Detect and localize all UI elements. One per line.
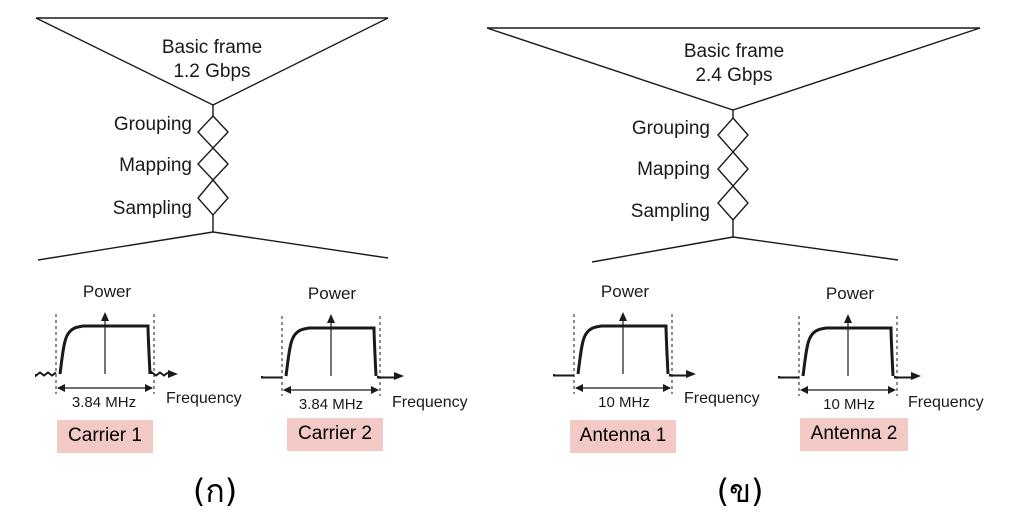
left-spectrum1-freq-arrow <box>168 370 178 378</box>
right-spectrum2-envelope <box>801 326 895 377</box>
right-spectrum1-bandwidth: 10 MHz <box>598 394 650 411</box>
left-spectrum2-freq-label: Frequency <box>392 394 468 411</box>
right-spectrum2-freq-label: Frequency <box>908 394 984 411</box>
right-spectrum2-power-arrow <box>844 314 852 323</box>
left-sampling-diamond <box>197 178 229 217</box>
left-spectrum1-baseline-right <box>151 370 169 377</box>
right-spectrum1-baseline-right <box>669 374 686 377</box>
right-spectrum2-bandwidth-arrow-left <box>800 386 808 394</box>
right-spectrum1-power-arrow <box>619 312 627 321</box>
left-spectrum1-freq-label: Frequency <box>166 390 242 407</box>
left-spectrum2-bandwidth-arrow-left <box>283 386 291 394</box>
right-spectrum2-tag: Antenna 2 <box>800 418 908 451</box>
left-stage-mapping: Mapping <box>119 155 192 176</box>
right-spectrum2-baseline-left <box>778 376 799 379</box>
right-grouping-diamond <box>717 116 749 154</box>
right-spectrum1-bandwidth-arrow-left <box>575 384 583 392</box>
left-spectrum1-bandwidth-arrow-right <box>145 384 153 392</box>
right-spectrum1-baseline-left <box>553 374 574 377</box>
right-spectrum2-power-label: Power <box>825 284 875 303</box>
right-spectrum1-envelope <box>576 324 670 375</box>
left-spectrum2-bandwidth-arrow-right <box>371 386 379 394</box>
right-spectrum2-bandwidth-arrow-right <box>888 386 896 394</box>
right-frame-title: Basic frame <box>683 41 785 62</box>
left-spectrum1-power-label: Power <box>82 282 132 301</box>
right-spectrum1-power-label: Power <box>600 282 650 301</box>
right-stage-grouping: Grouping <box>631 118 710 139</box>
left-spectrum1-bandwidth: 3.84 MHz <box>71 394 137 411</box>
left-spectrum1-power-arrow <box>101 312 109 321</box>
left-spectrum2-bandwidth: 3.84 MHz <box>298 396 364 413</box>
left-stage-grouping: Grouping <box>113 114 192 135</box>
right-spectrum2-baseline-right <box>894 376 911 379</box>
left-spectrum2-envelope <box>284 326 378 377</box>
right-stage-mapping: Mapping <box>637 159 710 180</box>
left-spectrum2-power-arrow <box>327 314 335 323</box>
right-caption: (ข) <box>716 472 764 510</box>
left-stage-sampling: Sampling <box>112 198 192 219</box>
right-sampling-diamond <box>717 184 749 222</box>
left-grouping-diamond <box>197 114 229 150</box>
right-spectrum1-freq-arrow <box>686 370 696 378</box>
spectrum-plots <box>35 312 921 396</box>
left-fanout-left <box>37 231 214 261</box>
left-spectrum1-baseline-left <box>35 371 57 378</box>
left-spectrum2-baseline-left <box>261 376 282 379</box>
right-spectrum1-bandwidth-arrow-right <box>663 384 671 392</box>
left-spectrum2-baseline-right <box>377 376 394 379</box>
right-spectrum1-tag: Antenna 1 <box>570 420 676 453</box>
right-fanout-right <box>732 236 899 261</box>
left-spectrum1-bandwidth-arrow-left <box>57 384 65 392</box>
right-spectrum1-freq-label: Frequency <box>684 390 760 407</box>
right-spectrum2-bandwidth: 10 MHz <box>823 396 875 413</box>
right-frame-rate: 2.4 Gbps <box>695 65 773 86</box>
left-frame-triangle <box>35 17 389 106</box>
left-caption: (ก) <box>192 472 238 510</box>
right-frame-triangle <box>486 27 981 111</box>
left-mapping-diamond <box>197 146 229 182</box>
left-spectrum1-tag: Carrier 1 <box>57 420 153 453</box>
left-fanout-right <box>212 231 389 259</box>
left-spectrum2-tag: Carrier 2 <box>287 418 383 451</box>
left-frame-title: Basic frame <box>161 37 263 58</box>
left-spectrum1-envelope <box>58 324 152 375</box>
right-stage-sampling: Sampling <box>630 201 710 222</box>
right-mapping-diamond <box>717 150 749 188</box>
left-spectrum2-freq-arrow <box>394 372 404 380</box>
right-spectrum2-freq-arrow <box>911 372 921 380</box>
left-spectrum2-power-label: Power <box>307 284 357 303</box>
right-fanout-left <box>591 236 734 263</box>
left-frame-rate: 1.2 Gbps <box>173 61 251 82</box>
